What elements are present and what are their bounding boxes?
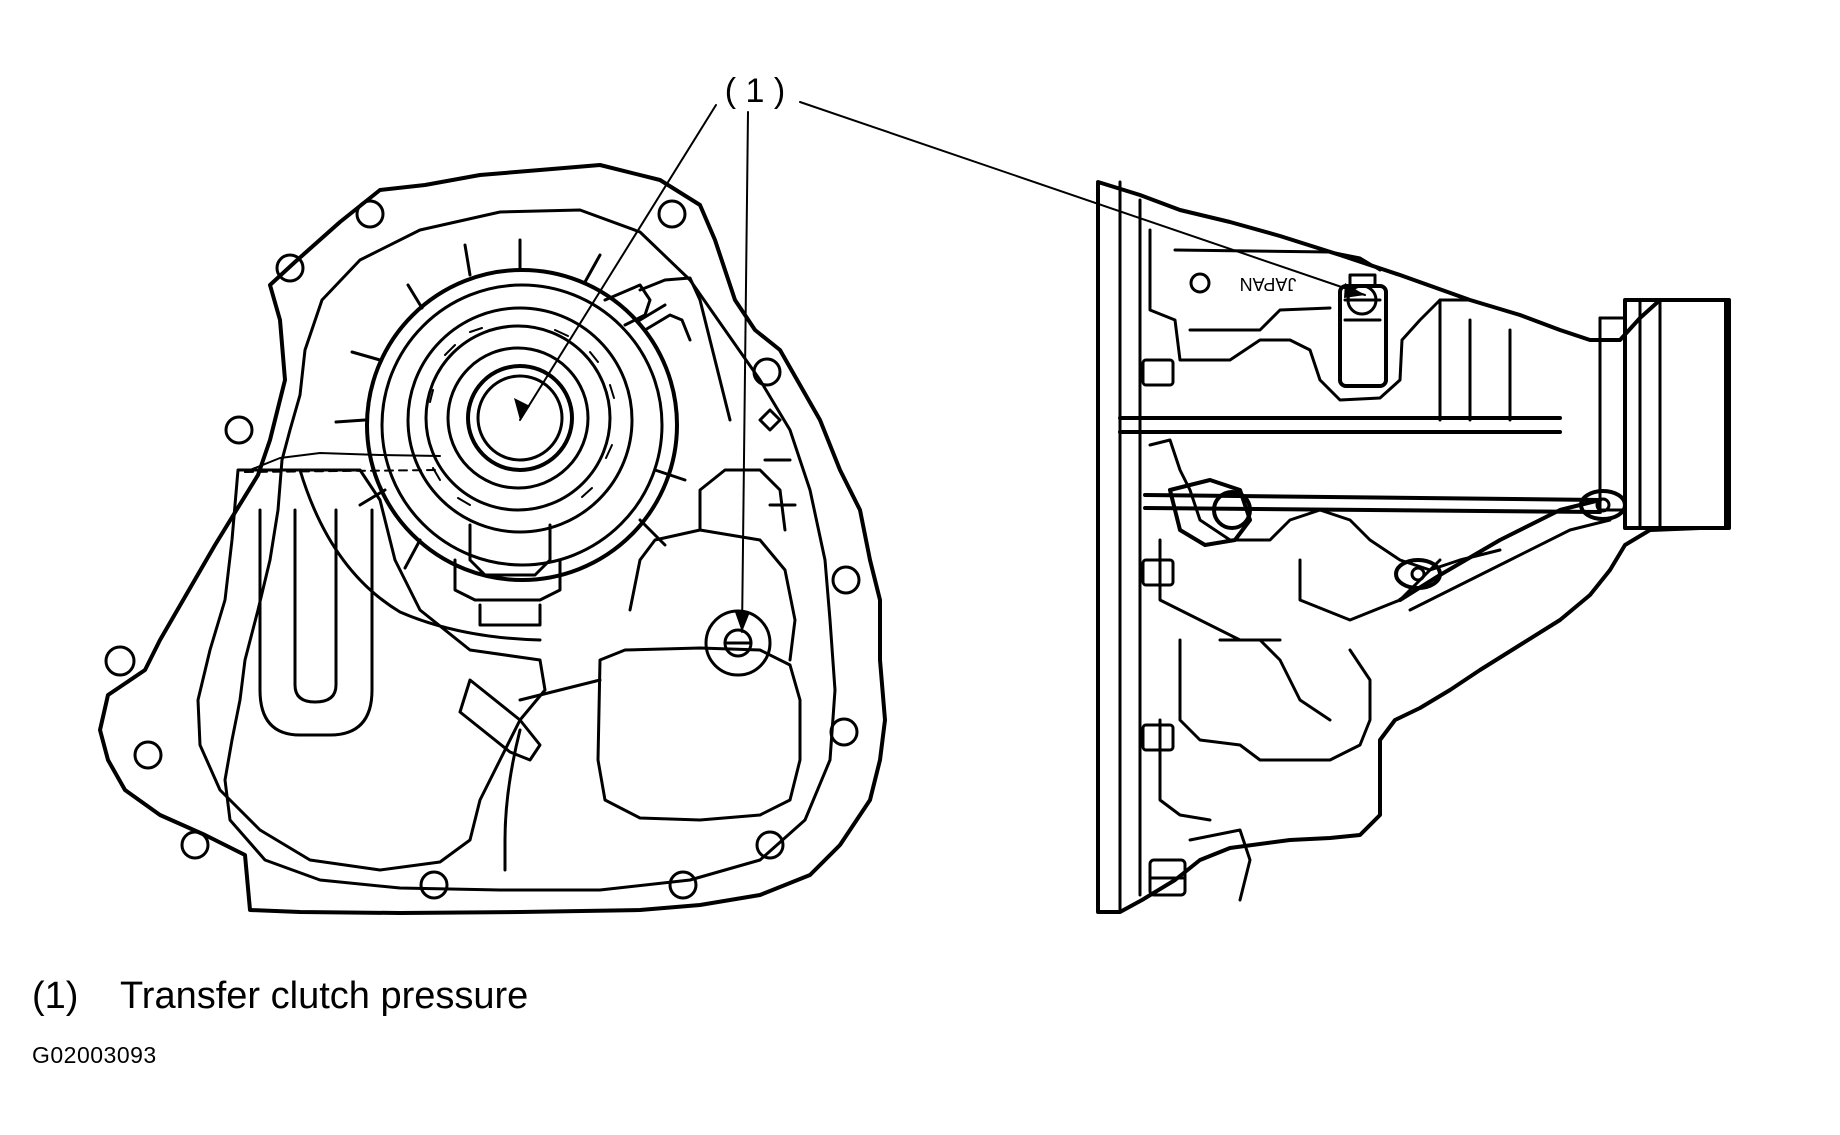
side-flange-bolts bbox=[1141, 358, 1187, 897]
valve-body-block bbox=[596, 646, 802, 822]
upper-right-passage bbox=[638, 276, 732, 422]
leader-to-port-left bbox=[741, 111, 749, 633]
callout-label: ( 1 ) bbox=[725, 72, 785, 110]
u-channel bbox=[258, 508, 374, 737]
legend: (1) Transfer clutch pressure bbox=[32, 975, 528, 1018]
bearing-lower-boss bbox=[468, 523, 552, 577]
extension-case-side-view: JAPAN bbox=[1096, 180, 1731, 914]
arrowhead-port-right bbox=[1344, 283, 1365, 298]
horizontal-ribs bbox=[1118, 416, 1602, 514]
inner-gasket-line bbox=[223, 208, 837, 892]
side-case-outline bbox=[1096, 180, 1728, 914]
callout-leaders bbox=[514, 101, 1366, 633]
oil-passage-arc bbox=[298, 468, 542, 642]
legend-item-number: (1) bbox=[32, 975, 79, 1017]
japan-stamp-text: JAPAN bbox=[1240, 274, 1297, 294]
central-bearing-housing bbox=[334, 238, 687, 582]
diagonal-strut bbox=[1398, 498, 1602, 602]
case-flange-outline bbox=[98, 163, 887, 915]
japan-stamp: JAPAN bbox=[1189, 272, 1297, 294]
flange-bolt-holes bbox=[104, 199, 861, 900]
u-channel-inner bbox=[293, 508, 338, 704]
arrowhead-port-left bbox=[735, 612, 750, 632]
pressure-port-right bbox=[1338, 273, 1388, 388]
extension-case-front-view bbox=[98, 163, 887, 915]
side-flange bbox=[1118, 180, 1142, 914]
slanted-plug bbox=[458, 678, 542, 762]
pressure-port-left bbox=[704, 609, 772, 677]
legend-item: (1) Transfer clutch pressure bbox=[32, 975, 528, 1018]
figure-id: G02003093 bbox=[32, 1042, 157, 1068]
arrowhead-bearing bbox=[514, 398, 530, 420]
output-housing bbox=[1623, 298, 1731, 530]
middle-boss bbox=[1168, 478, 1252, 547]
leader-to-bearing bbox=[519, 104, 717, 421]
legend-item-description: Transfer clutch pressure bbox=[120, 975, 529, 1017]
leader-to-port-right bbox=[799, 101, 1366, 296]
lower-chamber bbox=[196, 468, 547, 872]
